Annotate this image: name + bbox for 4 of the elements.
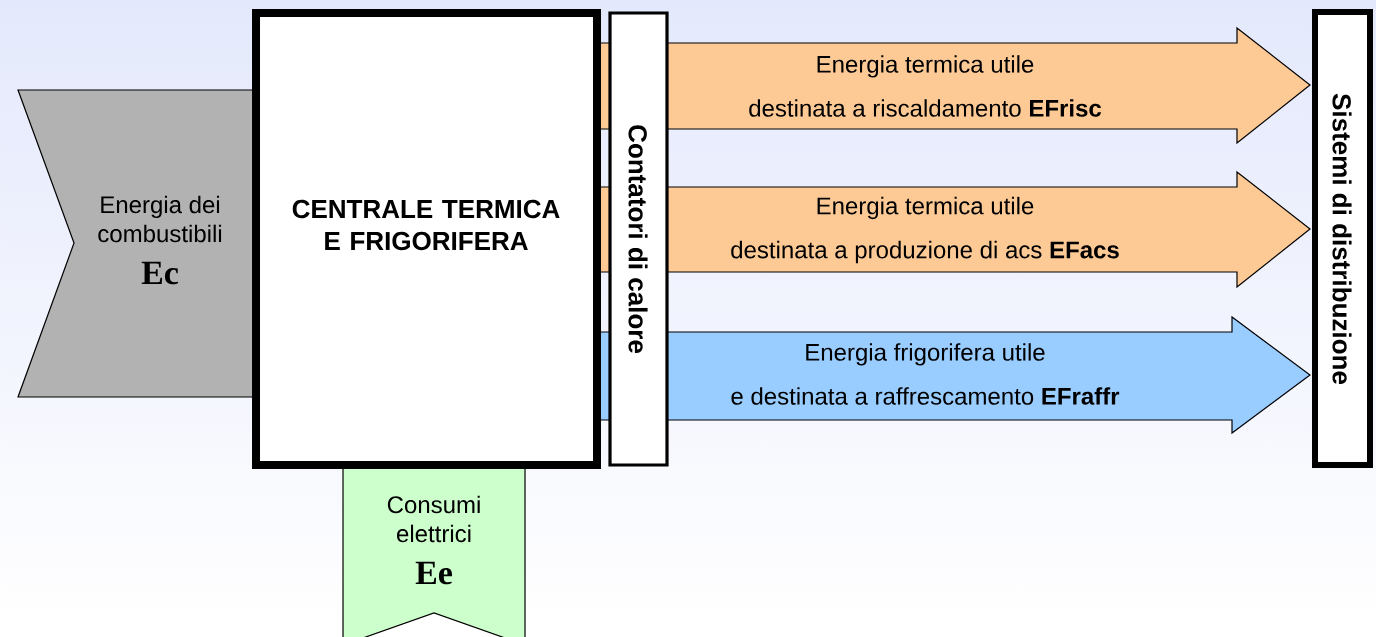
plant-box: CENTRALE TERMICA E FRIGORIFERA	[252, 9, 601, 469]
meter-bar: Contatori di calore	[608, 11, 669, 467]
fuel-input-chevron: Energia dei combustibili Ec	[17, 89, 257, 398]
distribution-bar: Sistemi di distribuzione	[1312, 9, 1373, 468]
